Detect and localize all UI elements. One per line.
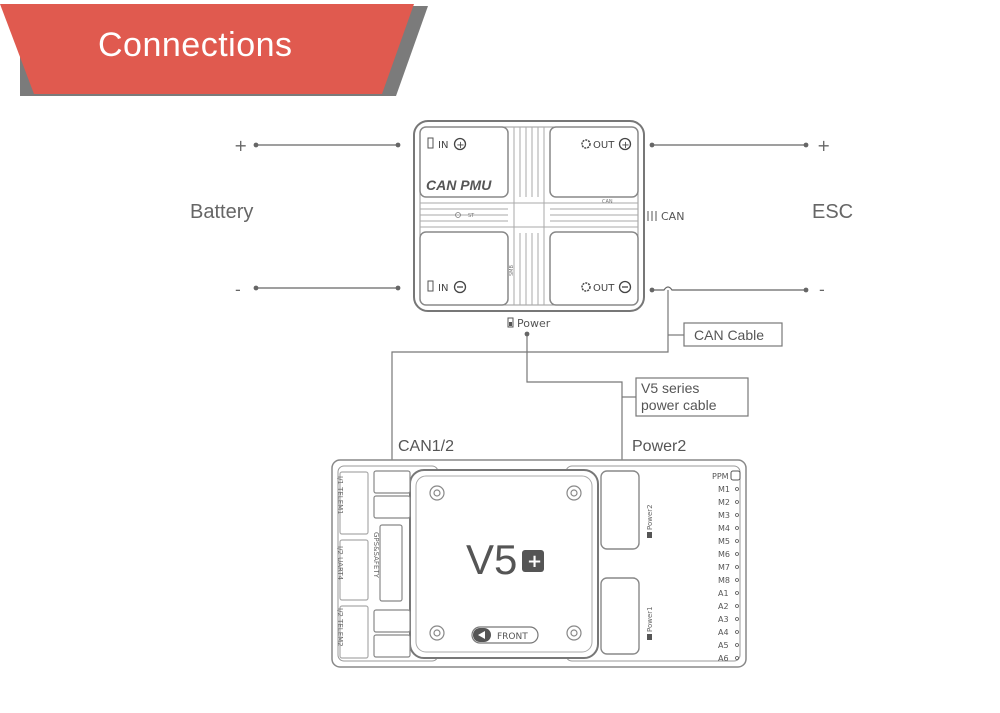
pin-label-a6: A6 xyxy=(718,654,729,663)
battery-plus: + xyxy=(234,136,247,155)
v5-cable-label-line2: power cable xyxy=(641,397,717,413)
pin-dot-m6 xyxy=(735,552,739,556)
pmu-quad-bl xyxy=(419,231,509,306)
pin-label-m1: M1 xyxy=(718,485,730,494)
power-connector-icon xyxy=(507,317,514,328)
gps-safety-label: GPS&SAFETY xyxy=(372,532,380,579)
pin-dot-m4 xyxy=(735,526,739,530)
pmu-st-label: ST xyxy=(468,213,475,219)
pmu-quad-tr xyxy=(549,126,639,198)
ppm-icon xyxy=(730,470,741,481)
pmu-out-bottom: OUT xyxy=(593,283,615,294)
pmu-in-bottom: IN xyxy=(438,283,448,294)
minus-circle-icon xyxy=(618,280,632,294)
battery-minus: - xyxy=(235,280,241,299)
power1-small-label: Power1 xyxy=(646,606,654,632)
pin-dot-a4 xyxy=(735,630,739,634)
pin-dot-a2 xyxy=(735,604,739,608)
esc-plus: + xyxy=(817,136,830,155)
v5-name: V5 xyxy=(466,536,517,583)
power2-small-label: Power2 xyxy=(646,504,654,530)
svg-text:+: + xyxy=(527,551,542,572)
pin-label-a2: A2 xyxy=(718,602,729,611)
esc-label: ESC xyxy=(812,201,853,223)
pmu-can-small-label: CAN xyxy=(602,199,613,205)
pin-label-a5: A5 xyxy=(718,641,729,650)
pin-dot-a5 xyxy=(735,643,739,647)
pmu-quad-br xyxy=(549,231,639,306)
esc-minus-wire xyxy=(649,286,809,293)
pin-label-a3: A3 xyxy=(718,615,729,624)
power-cable-wire xyxy=(524,331,625,513)
battery-label: Battery xyxy=(190,201,253,223)
svg-text:+: + xyxy=(456,140,464,151)
ppm-label: PPM xyxy=(712,472,729,481)
pmu-out-top: OUT xyxy=(593,140,615,151)
pmu-in-top: IN xyxy=(438,140,448,151)
can12-port-label: CAN1/2 xyxy=(398,438,454,455)
pin-label-m7: M7 xyxy=(718,563,730,572)
pin-dot-m5 xyxy=(735,539,739,543)
power2-port-label: Power2 xyxy=(632,438,686,455)
pin-label-a4: A4 xyxy=(718,628,729,637)
pmu-can-label: CAN xyxy=(661,210,684,223)
can12-port xyxy=(373,470,411,494)
pin-dot-m7 xyxy=(735,565,739,569)
v5-core xyxy=(409,469,599,659)
page-title: Connections xyxy=(98,26,293,64)
pin-label-m6: M6 xyxy=(718,550,730,559)
can-cable-callout xyxy=(683,322,783,347)
plus-circle-icon xyxy=(453,137,467,151)
v5-cable-label-line1: V5 series xyxy=(641,380,699,396)
power1-port xyxy=(600,577,640,655)
battery-icon xyxy=(427,137,434,292)
header-banner xyxy=(0,4,428,96)
esc-minus: - xyxy=(819,280,825,299)
telem2-label: I/2 TELEM2 xyxy=(336,608,344,647)
pin-dot-m1 xyxy=(735,487,739,491)
gear-icon xyxy=(581,282,591,292)
gps-safety-port xyxy=(379,524,403,602)
can-connector-icon xyxy=(647,211,657,221)
pin-dot-m3 xyxy=(735,513,739,517)
pmu-power-label: Power xyxy=(517,317,551,330)
arrow-left-icon xyxy=(478,631,485,639)
v5-plus-badge xyxy=(522,550,544,572)
pmu-name: CAN PMU xyxy=(426,177,492,193)
pin-dot-m8 xyxy=(735,578,739,582)
power2-port xyxy=(600,470,640,550)
pin-label-m3: M3 xyxy=(718,511,730,520)
svg-text:+: + xyxy=(621,140,629,151)
plus-circle-icon xyxy=(618,137,632,151)
pin-dot-a1 xyxy=(735,591,739,595)
pin-label-m2: M2 xyxy=(718,498,730,507)
v5-controller: V5 + FRONT I/1 TELEM1 I/2 UART4 GPS&SAFE… xyxy=(331,459,747,668)
pin-label-m5: M5 xyxy=(718,537,730,546)
uart4-label: I/2 UART4 xyxy=(336,546,344,581)
v5-cable-callout xyxy=(635,377,749,417)
pmu-smb-label: SMB xyxy=(509,265,515,276)
can-cable-label: CAN Cable xyxy=(694,327,764,343)
minus-circle-icon xyxy=(453,280,467,294)
pin-label-a1: A1 xyxy=(718,589,729,598)
pin-dot-m2 xyxy=(735,500,739,504)
gear-icon xyxy=(581,139,591,149)
pin-label-m8: M8 xyxy=(718,576,730,585)
banner-ribbon xyxy=(0,4,414,94)
pin-dot-a3 xyxy=(735,617,739,621)
pin-label-m4: M4 xyxy=(718,524,730,533)
can-pmu: IN + IN OUT + OUT CAN PMU ST CAN SMB xyxy=(413,120,645,312)
pin-dot-a6 xyxy=(735,656,739,660)
front-label: FRONT xyxy=(497,632,528,642)
telem1-label: I/1 TELEM1 xyxy=(336,476,344,515)
pmu-quad-tl xyxy=(419,126,509,198)
